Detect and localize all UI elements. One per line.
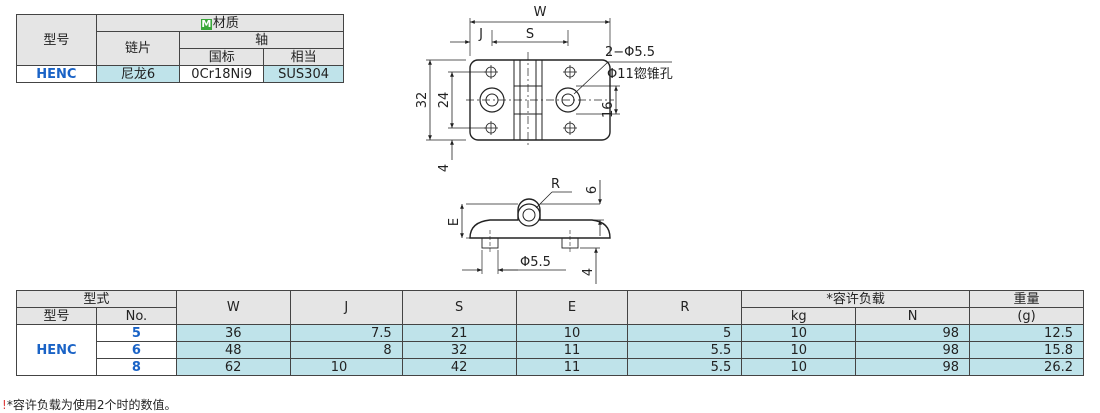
spec-E: 11 [515,358,629,376]
dim-4-side-label: 4 [581,268,596,276]
spec-S: 42 [401,358,517,376]
spec-h-N: N [855,307,971,325]
spec-R: 5 [627,324,743,342]
spec-h-W: W [175,290,291,325]
dim-16-label: 16 [601,101,616,118]
spec-J: 8 [289,341,403,359]
material-col-equiv: 相当 [263,48,344,66]
dim-J-label: J [478,27,483,42]
dim-24-label: 24 [437,92,452,109]
dim-R-label: R [551,177,560,192]
dim-E-label: E [447,218,462,226]
material-row-equiv: SUS304 [263,65,344,83]
side-view-outline [469,198,611,239]
spec-E: 11 [515,341,629,359]
material-row-gb: 0Cr18Ni9 [179,65,265,83]
spec-kg: 10 [741,358,857,376]
spec-h-E: E [515,290,629,325]
spec-R: 5.5 [627,358,743,376]
spec-g: 12.5 [969,324,1084,342]
spec-h-no: No. [95,307,177,325]
spec-W: 36 [175,324,291,342]
spec-model: HENC [16,324,97,376]
spec-h-R: R [627,290,743,325]
material-row-link: 尼龙6 [95,65,181,83]
dim-W-label: W [534,5,547,20]
spec-N: 98 [855,358,971,376]
spec-W: 48 [175,341,291,359]
spec-J: 7.5 [289,324,403,342]
spec-N: 98 [855,324,971,342]
spec-h-model: 型号 [16,307,97,325]
spec-kg: 10 [741,341,857,359]
dim-6-label: 6 [585,186,600,194]
spec-no: 6 [95,341,177,359]
material-col-model: 型号 [16,14,97,66]
spec-g: 15.8 [969,341,1084,359]
spec-h-kg: kg [741,307,857,325]
table-row: HENC 5 36 7.5 21 10 5 10 98 12.5 [16,324,1084,376]
spec-h-S: S [401,290,517,325]
spec-h-weight: 重量 [969,290,1084,308]
material-row-model: HENC [16,65,97,83]
spec-E: 10 [515,324,629,342]
material-col-gb: 国标 [179,48,265,66]
hinge-drawing: W J S 2−Φ5.5 Φ11锪锥孔 32 24 4 16 R 6 E Φ5.… [415,5,673,284]
spec-N: 98 [855,341,971,359]
spec-h-J: J [289,290,403,325]
warning-icon: ! [2,398,7,412]
dim-hole-label: Φ5.5 [520,255,551,270]
material-header-label: 材质 [212,15,239,31]
spec-no: 8 [95,358,177,376]
spec-h-load: *容许负载 [741,290,971,308]
spec-S: 21 [401,324,517,342]
hole-callout-2: Φ11锪锥孔 [607,66,673,82]
hole-callout-1: 2−Φ5.5 [605,45,655,60]
dim-S-label: S [526,27,534,42]
material-col-shaft: 轴 [179,31,344,49]
spec-g: 26.2 [969,358,1084,376]
footnote-text: *容许负载为使用2个时的数值。 [6,398,177,412]
spec-h-g: (g) [969,307,1084,325]
table-row: 8 62 10 42 11 5.5 10 98 26.2 [17,358,1084,376]
spec-kg: 10 [741,324,857,342]
spec-table: 型式 W J S E R *容许负载 重量 型号 No. kg N (g) HE… [16,290,1084,376]
table-row: 6 48 8 32 11 5.5 10 98 15.8 [17,341,1084,359]
footnote: !*容许负载为使用2个时的数值。 [2,396,176,413]
spec-no: 5 [95,324,177,342]
spec-S: 32 [401,341,517,359]
spec-J: 10 [289,358,403,376]
spec-W: 62 [175,358,291,376]
dim-32-label: 32 [415,92,430,109]
material-col-link: 链片 [95,31,181,66]
spec-h-type: 型式 [16,290,177,308]
material-m-badge: M [200,18,212,30]
spec-R: 5.5 [627,341,743,359]
dim-4-top-label: 4 [437,164,452,172]
